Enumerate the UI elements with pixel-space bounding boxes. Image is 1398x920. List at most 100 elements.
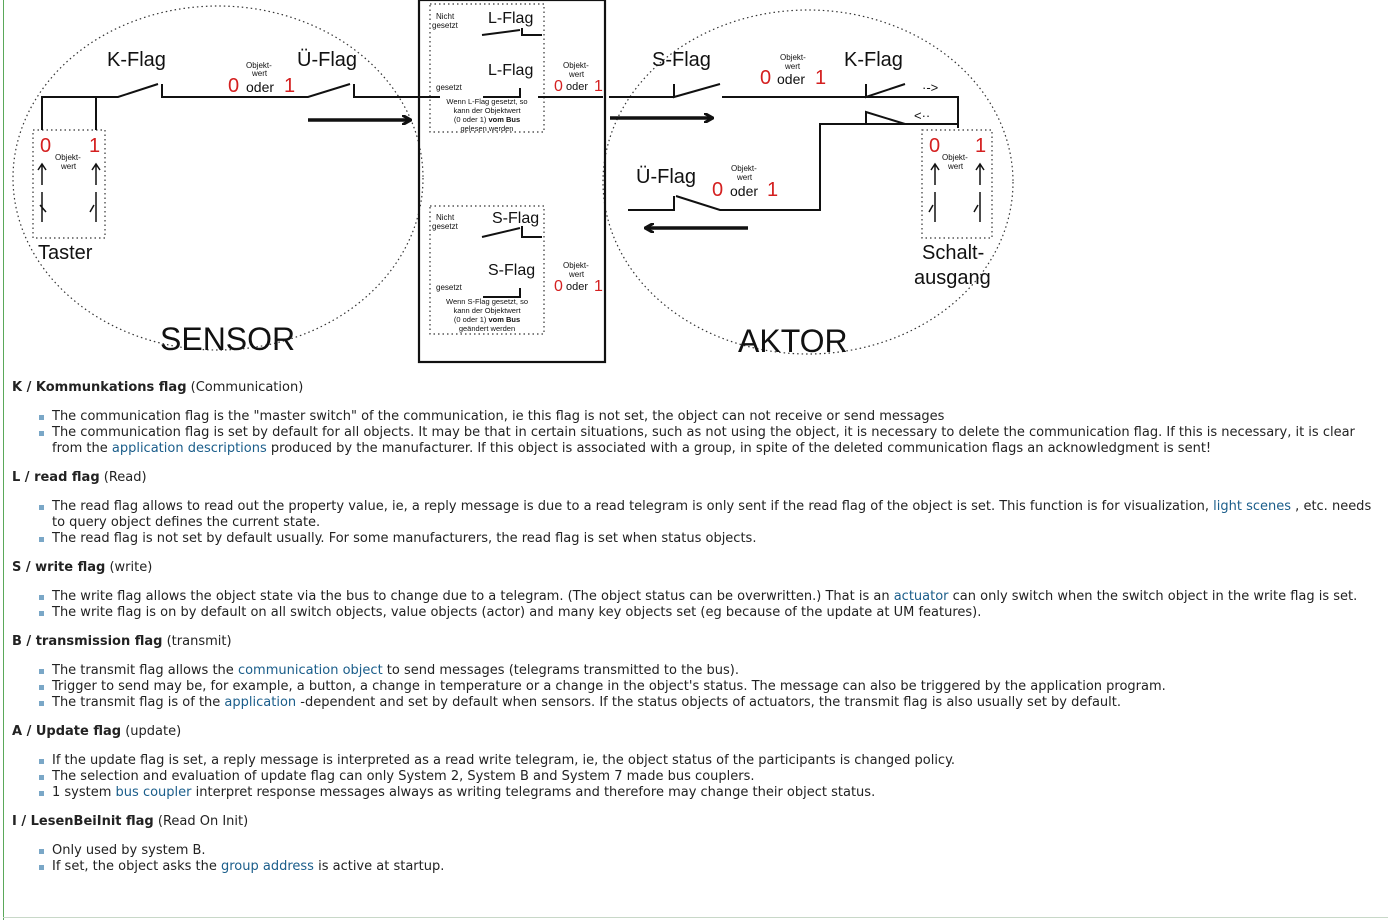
s-zero: 0 — [554, 278, 563, 295]
actor-wert: wert — [784, 62, 801, 71]
section-title: S / write flag — [12, 560, 106, 575]
item-text: If the update flag is set, a reply messa… — [52, 753, 956, 768]
schalt-arrows — [930, 162, 985, 185]
glossary-link[interactable]: application descriptions — [111, 441, 267, 456]
s-note-3: (0 oder 1) vom Bus — [454, 315, 520, 324]
actor-return-line — [628, 110, 958, 211]
bottom-border — [3, 917, 1388, 918]
sensor-k-flag: K-Flag — [107, 49, 166, 71]
list-item: If set, the object asks the group addres… — [39, 859, 1382, 875]
glossary-link[interactable]: communication object — [237, 663, 383, 678]
l-nicht-gesetzt: gesetzt — [432, 21, 459, 30]
flag-section: S / write flag (write) The write flag all… — [12, 560, 1382, 621]
l-flag-switches — [481, 28, 542, 98]
list-item: 1 system bus coupler interpret response … — [39, 785, 1382, 801]
item-text: The read flag is not set by default usua… — [52, 531, 757, 546]
sensor-label: SENSOR — [160, 321, 295, 357]
item-text: is active at startup. — [313, 859, 445, 874]
actor-ellipse — [602, 9, 1014, 355]
item-text: The transmit flag is of the — [52, 695, 225, 710]
l-one: 1 — [594, 78, 603, 95]
actor-u-objekt: Objekt- — [731, 164, 757, 173]
glossary-link[interactable]: group address — [220, 859, 314, 874]
l-note-2: kann der Objektwert — [453, 106, 521, 115]
bullet-list: The communication flag is the "master sw… — [12, 409, 1382, 457]
schalt-label-2: ausgang — [914, 267, 991, 289]
actor-u-wert: wert — [736, 173, 753, 182]
flag-section: K / Kommunkations flag (Communication)Th… — [12, 380, 1382, 457]
sensor-ellipse — [12, 5, 424, 351]
s-one: 1 — [594, 278, 603, 295]
glossary-link[interactable]: bus coupler — [115, 785, 192, 800]
l-wert: wert — [568, 70, 585, 79]
list-item: The write flag allows the object state v… — [39, 589, 1382, 605]
item-text: If set, the object asks the — [52, 859, 221, 874]
list-item: If the update flag is set, a reply messa… — [39, 753, 1382, 769]
flag-descriptions: K / Kommunkations flag (Communication)Th… — [12, 380, 1382, 888]
schalt-wert: wert — [947, 162, 964, 171]
l-note-3: (0 oder 1) vom Bus — [454, 115, 520, 124]
bullet-list: If the update flag is set, a reply messa… — [12, 753, 1382, 801]
actor-objekt: Objekt- — [780, 53, 806, 62]
glossary-link[interactable]: application — [224, 695, 297, 710]
s-flag-box — [429, 205, 545, 335]
list-item: The read flag is not set by default usua… — [39, 531, 1382, 547]
s-flag-switches — [481, 226, 542, 298]
s-note-2: kann der Objektwert — [453, 306, 521, 315]
l-flag-box — [429, 3, 545, 133]
l-flag-top: L-Flag — [488, 10, 533, 27]
sensor-objekt: Objekt- — [246, 61, 272, 70]
glossary-link[interactable]: actuator — [893, 589, 949, 604]
schalt-zero: 0 — [929, 135, 940, 157]
schalt-switches — [928, 192, 981, 222]
section-subtitle: (transmit) — [166, 634, 232, 649]
actor-one: 1 — [815, 67, 826, 89]
item-text: to send messages (telegrams transmitted … — [382, 663, 740, 678]
actor-u-flag: Ü-Flag — [636, 166, 696, 188]
schalt-label-1: Schalt- — [922, 242, 984, 264]
schaltausgang-box — [921, 129, 993, 239]
l-note-4: gelesen werden — [461, 124, 514, 133]
l-note-1: Wenn L-Flag gesetzt, so — [446, 97, 527, 106]
sensor-bus-line — [41, 83, 440, 130]
bullet-list: The transmit flag allows the communicati… — [12, 663, 1382, 711]
sensor-u-flag: Ü-Flag — [297, 49, 357, 71]
section-title: B / transmission flag — [12, 634, 163, 649]
section-heading: S / write flag (write) — [12, 560, 1382, 576]
l-nicht: Nicht — [436, 12, 455, 21]
l-zero: 0 — [554, 78, 563, 95]
flag-section: A / Update flag (update)If the update fl… — [12, 724, 1382, 801]
actor-label: AKTOR — [738, 323, 848, 359]
sensor-wert: wert — [251, 69, 268, 78]
actor-zero: 0 — [760, 67, 771, 89]
section-heading: B / transmission flag (transmit) — [12, 634, 1382, 650]
glossary-link[interactable]: light scenes — [1213, 499, 1292, 514]
flag-section: I / LesenBeiInit flag (Read On Init)Only… — [12, 814, 1382, 875]
taster-switches — [39, 192, 97, 222]
taster-zero: 0 — [40, 135, 51, 157]
sensor-one: 1 — [284, 75, 295, 97]
section-title: L / read flag — [12, 470, 100, 485]
s-objekt: Objekt- — [563, 261, 589, 270]
schalt-one: 1 — [975, 135, 986, 157]
item-text: 1 system — [52, 785, 116, 800]
list-item: The transmit flag allows the communicati… — [39, 663, 1382, 679]
item-text: Only used by system B. — [52, 843, 206, 858]
s-nicht-gesetzt: gesetzt — [432, 222, 459, 231]
list-item: The transmit flag is of the application … — [39, 695, 1382, 711]
item-text: The transmit flag allows the — [52, 663, 238, 678]
l-flag-bottom: L-Flag — [488, 62, 533, 79]
s-wert: wert — [568, 270, 585, 279]
s-gesetzt: gesetzt — [436, 283, 463, 292]
actor-u-zero: 0 — [712, 179, 723, 201]
actor-oder: oder — [777, 71, 805, 87]
item-text: The communication flag is the "master sw… — [52, 409, 945, 424]
s-note-1: Wenn S-Flag gesetzt, so — [446, 297, 528, 306]
actor-arrow-out: ·-> — [922, 80, 938, 95]
bullet-list: The write flag allows the object state v… — [12, 589, 1382, 621]
item-text: interpret response messages always as wr… — [191, 785, 876, 800]
flag-diagram: K-Flag Ü-Flag Objekt- wert 0 oder 1 0 1 … — [0, 0, 1398, 372]
actor-bus-line — [609, 83, 959, 128]
s-flag-top: S-Flag — [492, 210, 539, 227]
